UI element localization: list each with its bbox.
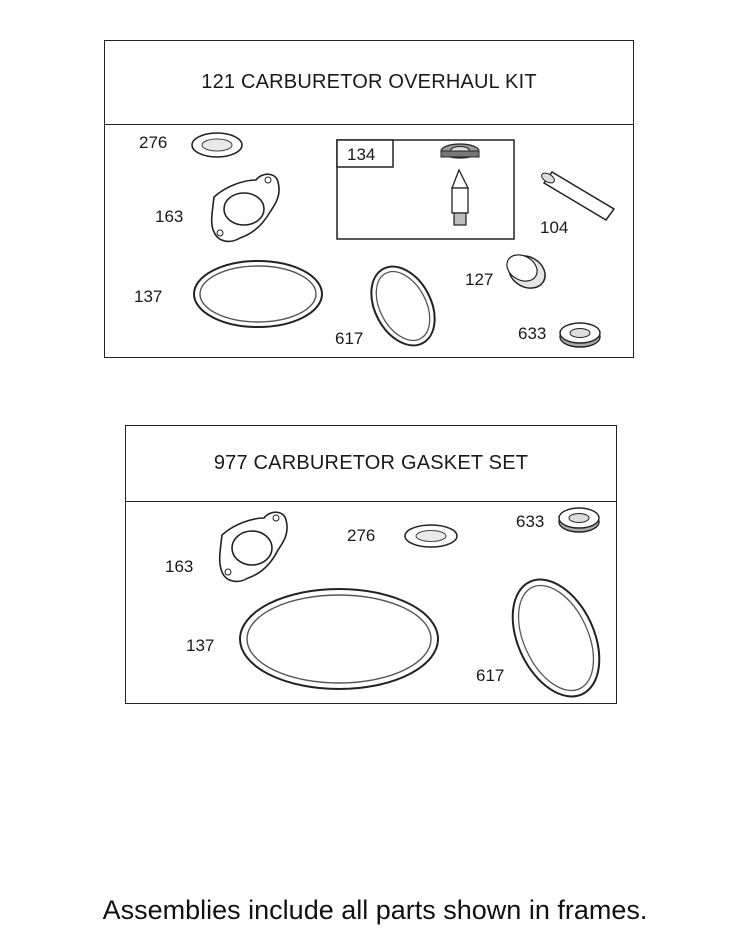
kit2-o-ring-137-icon (239, 588, 439, 690)
kit2-label-163: 163 (165, 557, 193, 576)
kit1-label-127: 127 (465, 270, 493, 289)
kit1-o-ring-137-icon (193, 260, 323, 328)
kit1-label-134: 134 (347, 145, 375, 164)
kit2-label-137: 137 (186, 636, 214, 655)
footnote: Assemblies include all parts shown in fr… (102, 895, 648, 925)
kit1-label-137: 137 (134, 287, 162, 306)
kit1-label-617: 617 (335, 329, 363, 348)
kit1-pin-104-icon (541, 171, 616, 221)
overhaul-kit-title: 121 CARBURETOR OVERHAUL KIT (105, 41, 633, 125)
kit1-ring-617-icon (370, 265, 436, 347)
kit2-label-617: 617 (476, 666, 504, 685)
overhaul-kit-frame: 121 CARBURETOR OVERHAUL KIT (104, 40, 634, 358)
kit1-plug-127-icon (506, 254, 546, 289)
kit1-washer-276-icon (191, 132, 243, 158)
kit1-seal-633-icon (559, 322, 601, 348)
kit2-ring-617-icon (511, 578, 601, 698)
gasket-set-title: 977 CARBURETOR GASKET SET (126, 426, 616, 502)
kit1-gasket-plate-163-icon (210, 173, 280, 243)
kit2-washer-276-icon (404, 524, 458, 548)
kit2-seal-633-icon (558, 507, 600, 533)
kit2-label-633: 633 (516, 512, 544, 531)
kit1-needle-seat-box: 134 (336, 139, 515, 240)
kit1-label-633: 633 (518, 324, 546, 343)
gasket-set-frame: 977 CARBURETOR GASKET SET (125, 425, 617, 704)
kit1-label-104: 104 (540, 218, 568, 237)
kit1-label-276: 276 (139, 133, 167, 152)
kit2-gasket-plate-163-icon (218, 511, 288, 583)
kit1-label-163: 163 (155, 207, 183, 226)
kit2-label-276: 276 (347, 526, 375, 545)
